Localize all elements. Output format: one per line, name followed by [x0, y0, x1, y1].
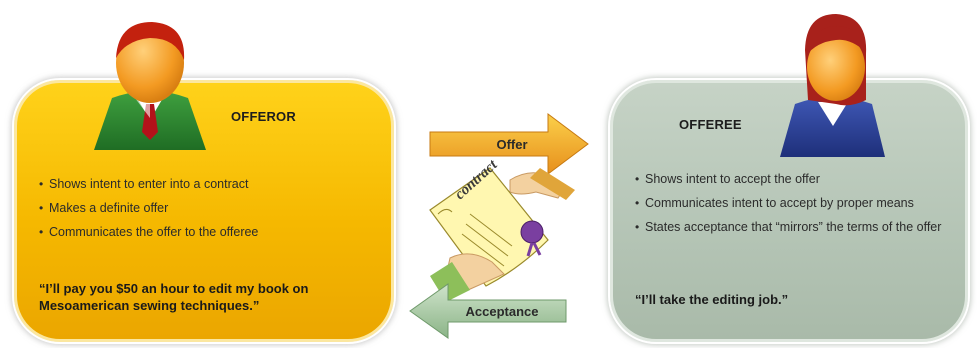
offeree-bullet-list: •Shows intent to accept the offer •Commu…: [635, 171, 941, 243]
list-item: •Makes a definite offer: [39, 201, 169, 215]
contract-handoff-icon: contract: [429, 157, 575, 302]
offeror-card: OFFEROR •Shows intent to enter into a co…: [14, 80, 394, 342]
offeror-bullet-list: •Shows intent to enter into a contract •…: [39, 176, 329, 248]
seal-icon: [520, 220, 544, 244]
right-arrow-icon: Offer: [429, 113, 589, 175]
acceptance-arrow-label: Acceptance: [466, 304, 539, 319]
offeree-card: OFFEREE •Shows intent to accept the offe…: [610, 80, 968, 342]
left-arrow-icon: Acceptance: [409, 283, 567, 339]
offeree-quote: “I’ll take the editing job.”: [635, 292, 789, 307]
list-item: •Communicates intent to accept by proper…: [635, 196, 914, 210]
list-item: •Communicates the offer to the offeree: [39, 225, 259, 239]
male-person-icon: [94, 22, 206, 150]
offeror-quote: “I’ll pay you $50 an hour to edit my boo…: [39, 281, 309, 313]
offeror-title: OFFEROR: [231, 109, 296, 124]
offeree-title: OFFEREE: [679, 117, 742, 132]
list-item: •States acceptance that “mirrors” the te…: [635, 220, 942, 234]
list-item: •Shows intent to accept the offer: [635, 172, 820, 186]
offer-arrow-label: Offer: [496, 137, 527, 152]
female-person-icon: [780, 14, 885, 157]
list-item: •Shows intent to enter into a contract: [39, 177, 249, 191]
